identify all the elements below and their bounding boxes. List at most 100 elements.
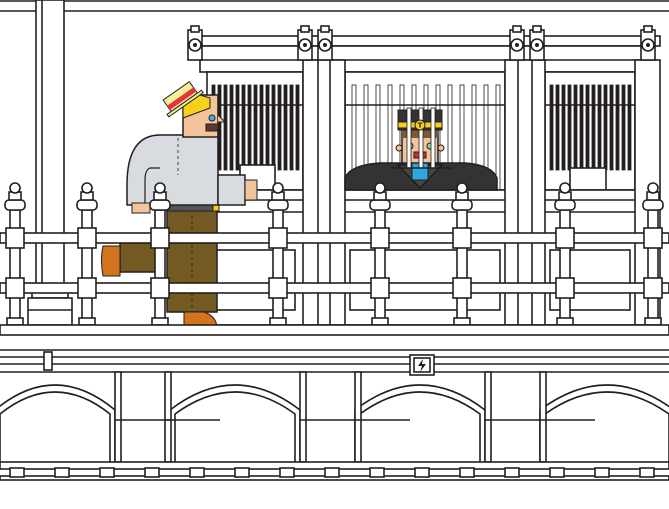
post-collar bbox=[555, 277, 575, 299]
window-bar bbox=[229, 84, 234, 171]
post-collar bbox=[452, 277, 472, 299]
post-finial-ball bbox=[81, 182, 93, 194]
post-collar bbox=[555, 227, 575, 249]
arch-outer bbox=[0, 384, 116, 462]
window-bar bbox=[573, 84, 578, 171]
rail-tie bbox=[369, 467, 385, 478]
electric-junction-box bbox=[409, 354, 435, 376]
bridge-structure bbox=[0, 349, 669, 481]
window-bar bbox=[235, 84, 240, 171]
window-bar bbox=[549, 84, 554, 171]
cap-badge bbox=[414, 119, 426, 131]
post-finial-ball bbox=[559, 182, 571, 194]
left-pillar bbox=[27, 0, 73, 326]
platform-floor bbox=[0, 324, 669, 336]
arch-inner bbox=[174, 391, 296, 462]
rail-tie bbox=[99, 467, 115, 478]
pulley-hub bbox=[193, 43, 197, 47]
post-foot bbox=[78, 317, 96, 326]
cap-badge-letter: T bbox=[418, 122, 423, 130]
rail-tie bbox=[324, 467, 340, 478]
pulley-hub bbox=[515, 43, 519, 47]
post-collar bbox=[370, 277, 390, 299]
window-bar bbox=[561, 84, 566, 171]
post-finial-ball bbox=[9, 182, 21, 194]
bridge-pillar bbox=[299, 371, 307, 463]
post-finial-ball bbox=[456, 182, 468, 194]
post-finial-ball bbox=[154, 182, 166, 194]
bridge-pillar bbox=[354, 371, 362, 463]
post-finial-base bbox=[451, 199, 473, 211]
rail-tie bbox=[144, 467, 160, 478]
bridge-pillar bbox=[114, 371, 122, 463]
pulley-hub bbox=[535, 43, 539, 47]
post-finial-base bbox=[76, 199, 98, 211]
post-finial-base bbox=[554, 199, 576, 211]
bridge-pillar bbox=[164, 371, 172, 463]
post-finial-base bbox=[4, 199, 26, 211]
post-collar bbox=[643, 277, 663, 299]
rail-tie bbox=[459, 467, 475, 478]
window-bar bbox=[241, 84, 246, 171]
window-bar bbox=[579, 84, 584, 171]
pulley-hub bbox=[646, 43, 650, 47]
rail-tie bbox=[414, 467, 430, 478]
window-bar bbox=[283, 84, 288, 171]
post-collar bbox=[370, 227, 390, 249]
bridge-pillar bbox=[539, 371, 547, 463]
arch-outer bbox=[539, 384, 669, 462]
ceiling-beams bbox=[0, 0, 669, 12]
post-foot bbox=[269, 317, 287, 326]
bridge-pillar bbox=[484, 371, 492, 463]
post-collar bbox=[77, 277, 97, 299]
post-finial-base bbox=[149, 199, 171, 211]
window-bar bbox=[585, 84, 590, 171]
arch-outer bbox=[169, 384, 301, 462]
pulley-hub bbox=[323, 43, 327, 47]
post-collar bbox=[5, 227, 25, 249]
rail-tie bbox=[234, 467, 250, 478]
window-bar bbox=[615, 84, 620, 171]
post-foot bbox=[453, 317, 471, 326]
railing bbox=[0, 182, 669, 326]
window-bar bbox=[567, 84, 572, 171]
post-finial-base bbox=[642, 199, 664, 211]
window-bar bbox=[259, 84, 264, 171]
pulley-hub bbox=[303, 43, 307, 47]
pulleys bbox=[187, 25, 656, 61]
arch-outer bbox=[354, 384, 486, 462]
window-bar bbox=[247, 84, 252, 171]
post-foot bbox=[151, 317, 169, 326]
window-bar bbox=[277, 84, 282, 171]
post-finial-base bbox=[369, 199, 391, 211]
window-bar bbox=[289, 84, 294, 171]
post-collar bbox=[150, 227, 170, 249]
window-bar bbox=[271, 84, 276, 171]
pulley-cap bbox=[320, 25, 330, 33]
arch-inner bbox=[0, 391, 111, 462]
window-bar bbox=[603, 84, 608, 171]
post-collar bbox=[452, 227, 472, 249]
rail-tie bbox=[504, 467, 520, 478]
rail-tie bbox=[639, 467, 655, 478]
rail-tie bbox=[189, 467, 205, 478]
post-foot bbox=[556, 317, 574, 326]
window-bar bbox=[609, 84, 614, 171]
pulley-cap bbox=[190, 25, 200, 33]
post-collar bbox=[268, 227, 288, 249]
window-bar bbox=[591, 84, 596, 171]
window-bar bbox=[621, 84, 626, 171]
post-foot bbox=[644, 317, 662, 326]
window-bar bbox=[418, 107, 424, 169]
window-bar bbox=[223, 84, 228, 171]
pulley-cap bbox=[512, 25, 522, 33]
post-finial-ball bbox=[647, 182, 659, 194]
rail-tie bbox=[54, 467, 70, 478]
post-foot bbox=[6, 317, 24, 326]
pulley-cap bbox=[300, 25, 310, 33]
pulley-cap bbox=[643, 25, 653, 33]
post-collar bbox=[77, 227, 97, 249]
rail-tie bbox=[594, 467, 610, 478]
window-bar bbox=[295, 84, 300, 171]
